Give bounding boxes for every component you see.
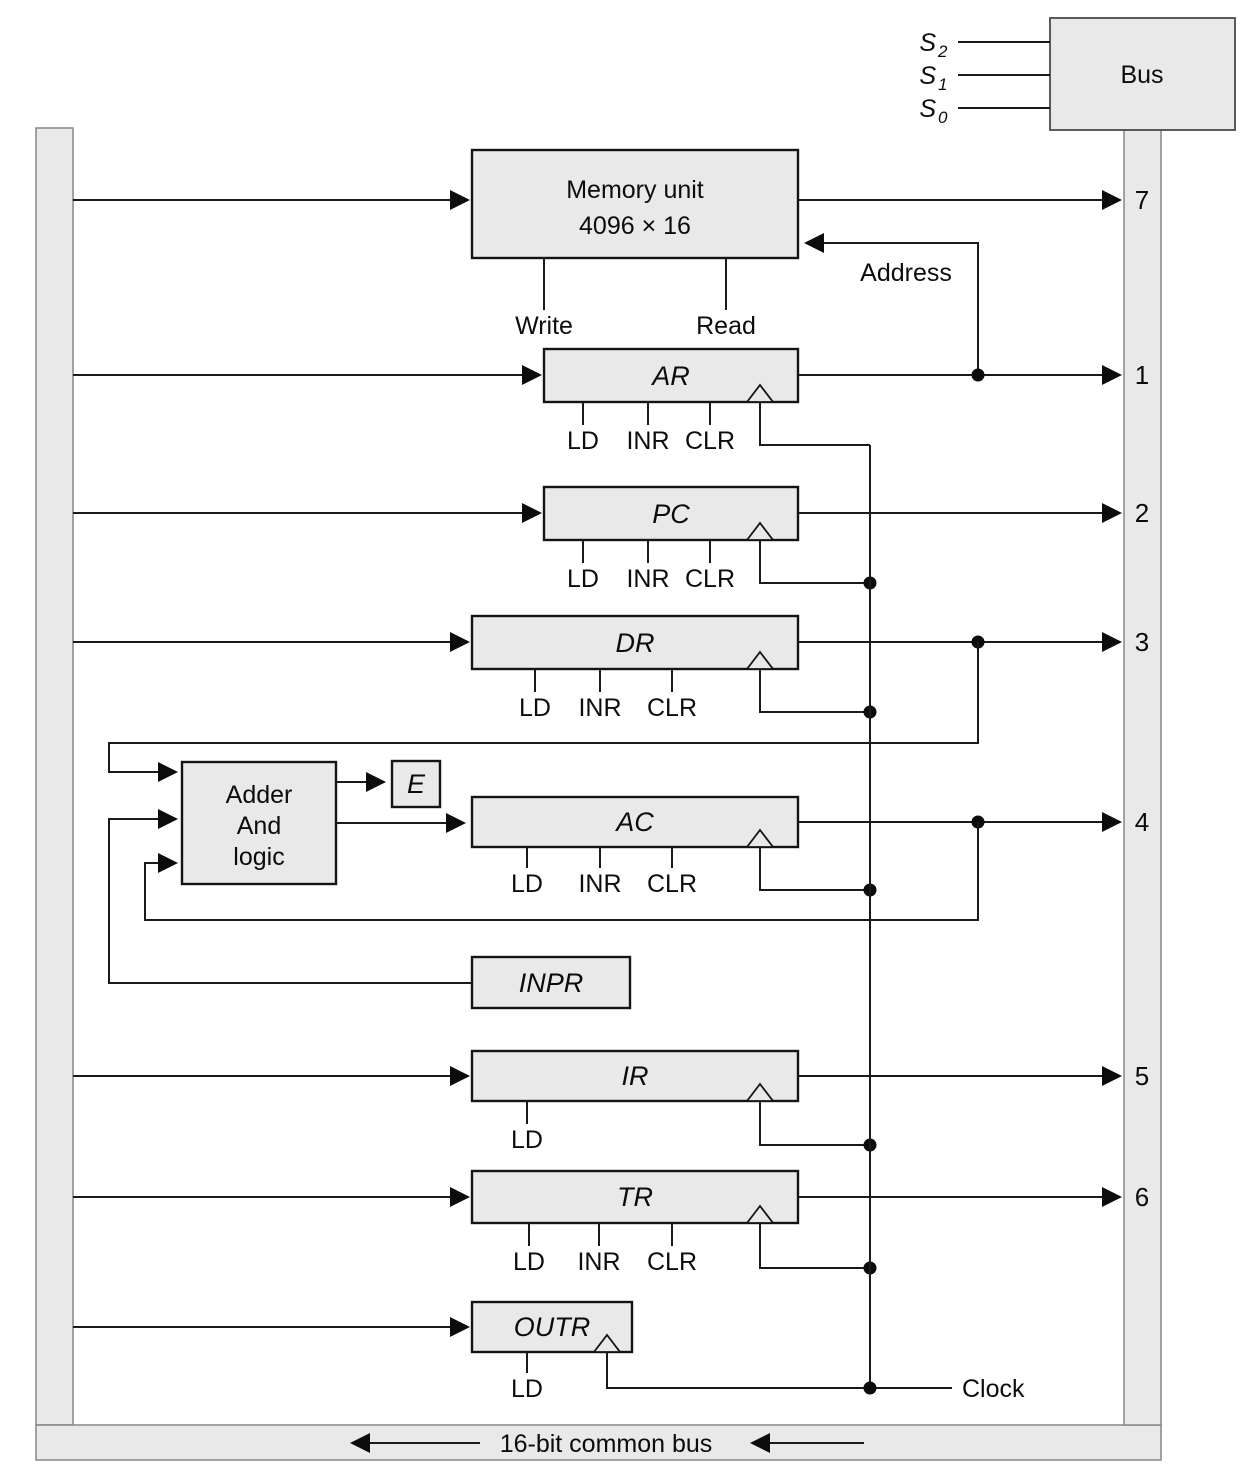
ir-clock-branch-wire <box>759 1101 870 1146</box>
register-ir: IR LD <box>73 1049 1122 1154</box>
e-flipflop-box <box>390 759 442 809</box>
memory-write-label: Write <box>515 312 573 340</box>
ir-ld-label: LD <box>511 1126 543 1154</box>
bottom-bus-labeling: 16-bit common bus <box>350 1430 864 1458</box>
ir-label: IR <box>622 1061 649 1091</box>
pc-label: PC <box>652 499 690 529</box>
s0-label: S <box>919 95 936 123</box>
ac-ld-label: LD <box>511 870 543 898</box>
pc-inr-label: INR <box>626 565 669 593</box>
inpr-to-adder-wire <box>108 809 472 984</box>
dr-inr-label: INR <box>578 694 621 722</box>
ar-address-junction-dot <box>971 368 985 382</box>
bus-tap-number-ar: 1 <box>1135 360 1149 390</box>
s0-subscript: 0 <box>938 108 948 127</box>
pc-clr-label: CLR <box>685 565 735 593</box>
memory-size: 4096 × 16 <box>579 212 691 240</box>
bus-tap-number-dr: 3 <box>1135 627 1149 657</box>
s2-label: S <box>919 29 936 57</box>
tr-inr-label: INR <box>577 1248 620 1276</box>
pc-box <box>542 485 800 542</box>
bottom-bus-bar <box>35 1424 1162 1461</box>
memory-address-label: Address <box>860 259 952 287</box>
register-ar: AR LD INR CLR <box>73 347 1122 455</box>
inpr-label: INPR <box>519 968 584 998</box>
outr-label: OUTR <box>514 1312 591 1342</box>
register-tr: TR LD INR CLR <box>73 1169 1122 1276</box>
register-ac: AC LD INR CLR <box>144 795 1122 921</box>
pc-ld-label: LD <box>567 565 599 593</box>
bottom-bus-label: 16-bit common bus <box>500 1430 713 1458</box>
ac-inr-label: INR <box>578 870 621 898</box>
clock-label: Clock <box>962 1375 1025 1403</box>
bus-selector-box <box>1049 17 1236 131</box>
pc-clock-branch-wire <box>759 540 870 584</box>
ac-feedback-to-adder-wire <box>144 822 979 921</box>
bus-tap-number-tr: 6 <box>1135 1182 1149 1212</box>
adder-label-line3: logic <box>233 843 284 871</box>
adder-label-line1: Adder <box>226 781 293 809</box>
bus-tap-number-memory: 7 <box>1135 185 1149 215</box>
bus-tap-numbers: 7 1 2 3 4 5 6 <box>1135 185 1149 1212</box>
tr-clock-branch-wire <box>759 1223 870 1269</box>
memory-read-label: Read <box>696 312 756 340</box>
ac-label: AC <box>614 807 654 837</box>
register-pc: PC LD INR CLR <box>73 485 1122 593</box>
s2-subscript: 2 <box>937 42 948 61</box>
bus-tap-number-pc: 2 <box>1135 498 1149 528</box>
tr-label: TR <box>617 1182 653 1212</box>
register-dr: DR LD INR CLR <box>73 614 1122 782</box>
ar-label: AR <box>650 361 690 391</box>
tr-ld-label: LD <box>513 1248 545 1276</box>
inpr-box <box>470 955 632 1010</box>
s1-label: S <box>919 62 936 90</box>
dr-clr-label: CLR <box>647 694 697 722</box>
dr-ld-label: LD <box>519 694 551 722</box>
ar-clr-label: CLR <box>685 427 735 455</box>
outr-ld-label: LD <box>511 1375 543 1403</box>
ac-clr-label: CLR <box>647 870 697 898</box>
dr-to-adder-wire <box>108 642 979 782</box>
memory-address-wire <box>804 233 979 375</box>
ac-clock-branch-wire <box>759 847 870 891</box>
bus-select-inputs: S 2 S 1 S 0 <box>919 29 1050 127</box>
s1-subscript: 1 <box>938 75 947 94</box>
tr-clr-label: CLR <box>647 1248 697 1276</box>
adder-label-line2: And <box>237 812 281 840</box>
register-outr: OUTR LD <box>73 1300 634 1403</box>
ir-box <box>470 1049 800 1103</box>
ac-box <box>470 795 800 849</box>
right-bus-bar <box>1123 125 1162 1426</box>
register-inpr: INPR <box>108 809 632 1010</box>
ar-inr-label: INR <box>626 427 669 455</box>
memory-unit: Memory unit 4096 × 16 Write Read Address <box>73 148 1122 375</box>
memory-unit-box <box>470 148 800 260</box>
dr-clock-branch-wire <box>759 669 870 713</box>
memory-title: Memory unit <box>566 176 704 204</box>
e-label: E <box>407 769 426 799</box>
clock-distribution: Clock <box>606 445 1025 1403</box>
bus-label: Bus <box>1120 61 1163 89</box>
bus-tap-number-ac: 4 <box>1135 807 1149 837</box>
bus-tap-number-ir: 5 <box>1135 1061 1149 1091</box>
dr-label: DR <box>616 628 655 658</box>
ar-clock-branch-wire <box>759 402 870 446</box>
left-bus-bar <box>35 127 74 1426</box>
clock-junction-dot <box>863 1381 877 1395</box>
common-bus-frame: Bus <box>35 17 1236 1461</box>
adder-and-logic: Adder And logic E <box>180 759 466 886</box>
outr-clock-branch-wire <box>606 1352 952 1389</box>
ar-ld-label: LD <box>567 427 599 455</box>
